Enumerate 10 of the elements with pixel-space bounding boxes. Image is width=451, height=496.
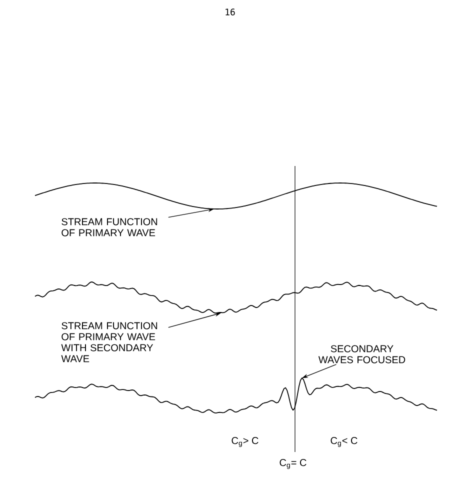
- text-label: C$_{g}$= C: [280, 459, 306, 469]
- text-label: SECONDARY WAVES FOCUSED: [318, 345, 406, 364]
- wave-drawing: [34, 378, 438, 414]
- text-label: C$_{g}$< C: [330, 437, 358, 447]
- wave-drawing: [34, 282, 438, 314]
- wave-drawing: [34, 182, 438, 210]
- page-number: 16: [226, 8, 235, 16]
- text-label: STREAM FUNCTION OF PRIMARY WAVE WITH SECONDARY WAVE: [61, 322, 158, 362]
- text-label: STREAM FUNCTION OF PRIMARY WAVE: [62, 218, 158, 236]
- text-label: C$_{g}$> C: [232, 437, 258, 447]
